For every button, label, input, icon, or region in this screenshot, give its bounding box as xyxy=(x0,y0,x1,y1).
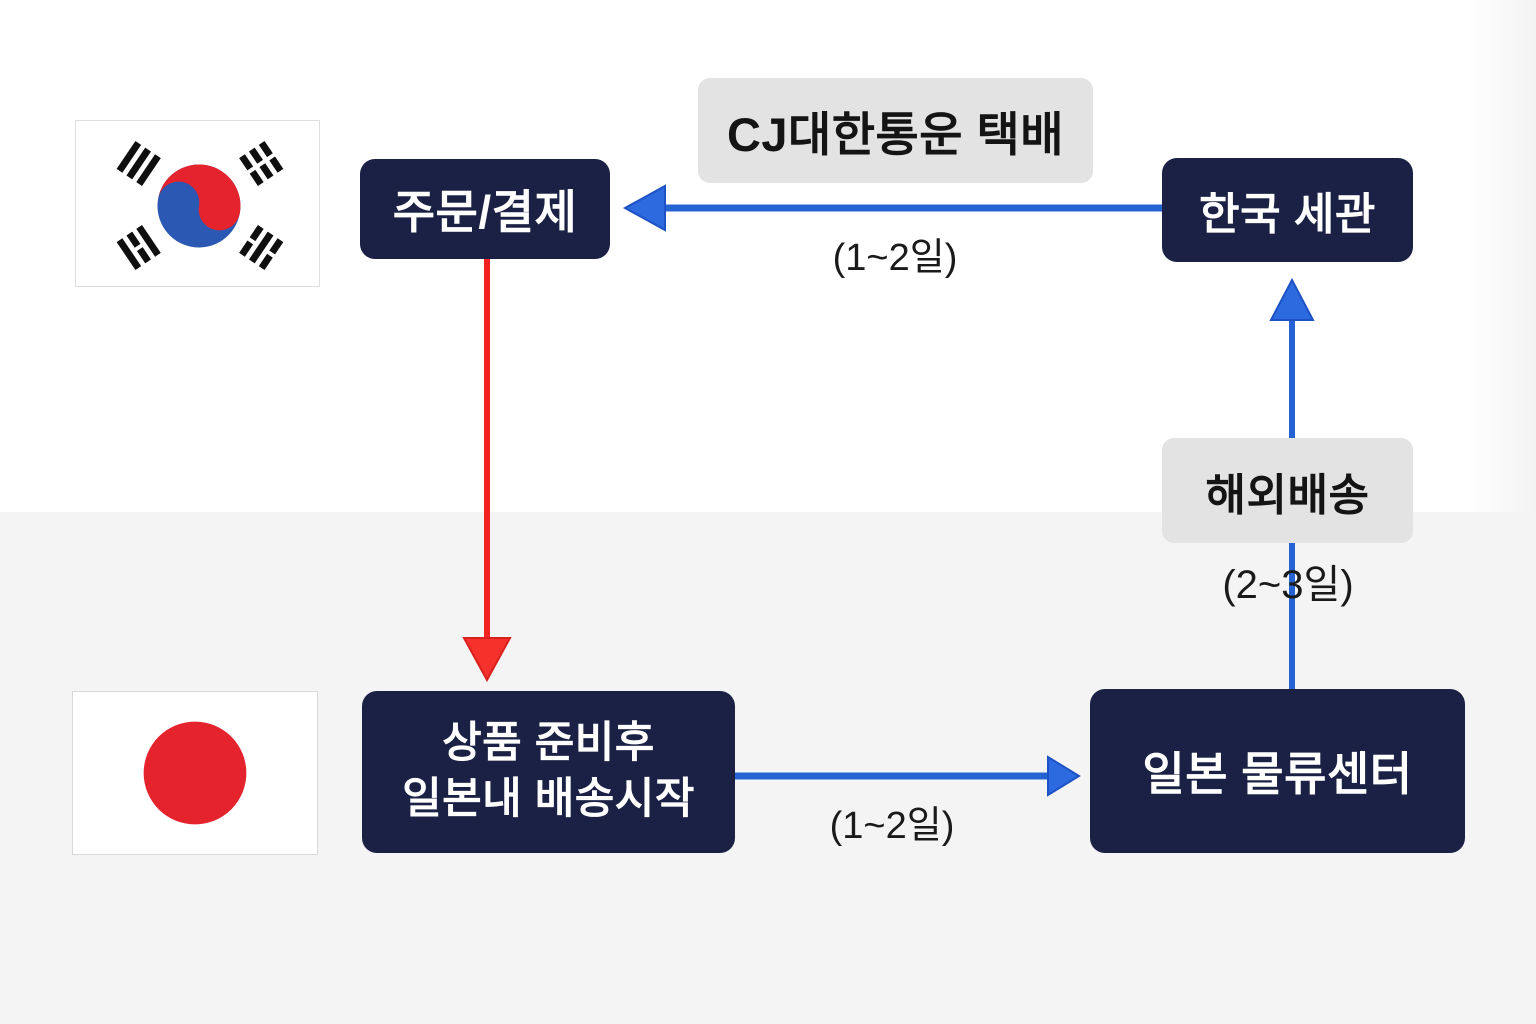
node-product-prep-line1: 상품 준비후 xyxy=(442,719,655,768)
node-order-payment-label: 주문/결제 xyxy=(392,186,578,238)
trigram-ri xyxy=(116,224,161,270)
hinomaru-disc xyxy=(143,721,247,825)
arrow-product-to-center xyxy=(735,755,1081,797)
node-korea-customs-label: 한국 세관 xyxy=(1199,190,1376,239)
taegeuk-symbol xyxy=(157,164,241,248)
japan-flag-icon xyxy=(72,691,318,855)
label-overseas-shipping-text: 해외배송 xyxy=(1205,470,1370,520)
arrow-order-to-product xyxy=(462,259,512,683)
duration-product-to-center: (1~2일) xyxy=(829,805,955,847)
label-courier-cj-text: CJ대한통운 택배 xyxy=(726,108,1065,161)
node-korea-customs: 한국 세관 xyxy=(1162,158,1413,262)
trigram-gam xyxy=(239,224,284,270)
node-order-payment: 주문/결제 xyxy=(360,159,610,259)
label-courier-cj: CJ대한통운 택배 xyxy=(698,78,1093,183)
label-overseas-shipping: 해외배송 xyxy=(1162,438,1413,543)
node-japan-logistics-center-label: 일본 물류센터 xyxy=(1142,748,1413,800)
south-korea-flag-icon xyxy=(75,120,320,287)
background-right-band xyxy=(1466,0,1536,512)
node-product-prep-line2: 일본내 배송시작 xyxy=(402,775,695,823)
duration-customs-to-order: (1~2일) xyxy=(832,237,958,279)
node-japan-logistics-center: 일본 물류센터 xyxy=(1090,689,1465,853)
node-product-prep: 상품 준비후 일본내 배송시작 xyxy=(362,691,735,853)
duration-center-to-customs: (2~3일) xyxy=(1222,563,1354,607)
arrow-customs-to-order xyxy=(622,184,1162,232)
trigram-gon xyxy=(239,140,284,186)
trigram-geon xyxy=(116,140,161,186)
